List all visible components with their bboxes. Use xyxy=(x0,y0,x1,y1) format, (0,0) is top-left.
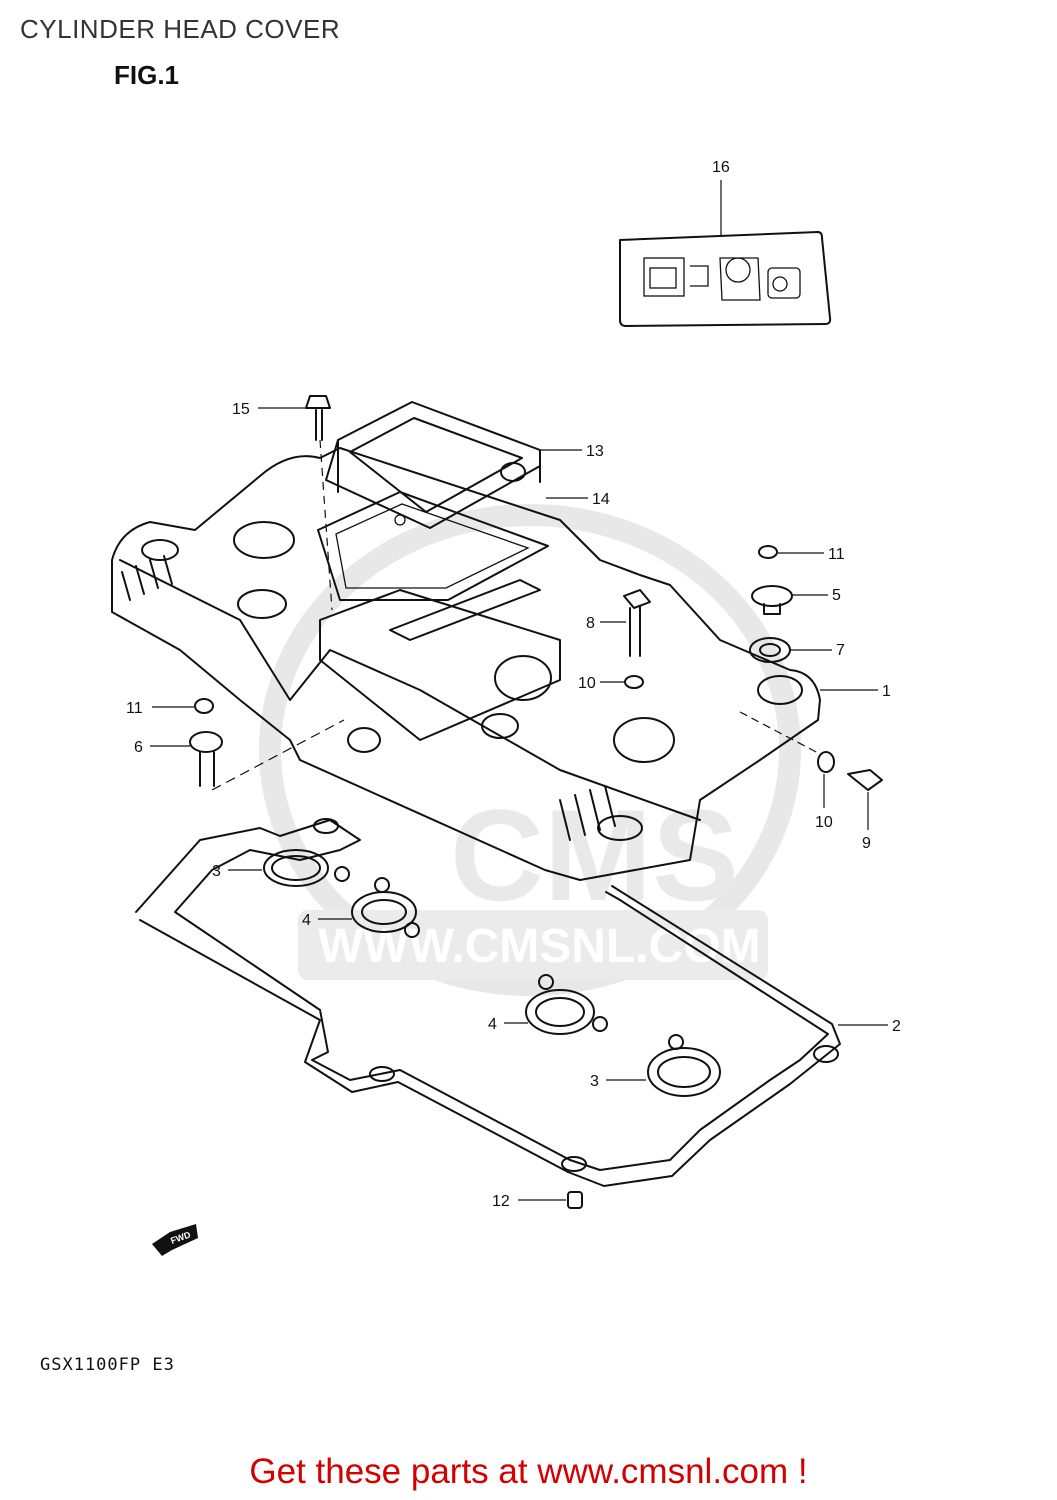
seal-4-upper xyxy=(351,877,420,938)
callout-1: 1 xyxy=(882,683,891,700)
callout-13: 13 xyxy=(586,443,604,460)
callout-3-upper: 3 xyxy=(212,863,221,880)
page-title: CYLINDER HEAD COVER xyxy=(20,14,341,44)
callouts: 16 15 13 14 11 5 8 7 10 1 11 6 10 9 3 4 … xyxy=(126,159,901,1210)
callout-5: 5 xyxy=(832,587,841,604)
callout-15: 15 xyxy=(232,401,250,418)
callout-11-upper: 11 xyxy=(828,546,845,563)
bolt-15 xyxy=(305,395,333,611)
cap-11-lower xyxy=(194,698,214,714)
seal-3-upper xyxy=(263,849,350,887)
cylinder-head-cover-gasket xyxy=(135,818,841,1187)
callout-6: 6 xyxy=(134,739,143,756)
breather-cover xyxy=(325,401,541,529)
figure-label: FIG.1 xyxy=(114,60,180,90)
callout-2: 2 xyxy=(892,1018,901,1035)
washer-10-lower xyxy=(739,711,835,773)
callout-9: 9 xyxy=(862,835,871,852)
callout-14: 14 xyxy=(592,491,610,508)
breather-gasket xyxy=(317,491,549,601)
dowel-12 xyxy=(567,1191,583,1209)
cap-5 xyxy=(751,585,793,615)
callout-4-lower: 4 xyxy=(488,1016,497,1033)
seal-3-lower xyxy=(647,1034,721,1097)
fwd-arrow-icon: FWD xyxy=(152,1224,198,1256)
callout-10-upper: 10 xyxy=(578,675,596,692)
callout-7: 7 xyxy=(836,642,845,659)
callout-11-lower: 11 xyxy=(126,700,143,717)
seal-4-lower xyxy=(525,974,608,1035)
watermark-text: WWW.CMSNL.COM xyxy=(318,920,761,973)
cylinder-head-cover-body xyxy=(111,447,821,881)
callout-12: 12 xyxy=(492,1193,510,1210)
callout-8: 8 xyxy=(586,615,595,632)
washer-10-upper xyxy=(624,675,644,689)
bolt-9 xyxy=(847,769,883,791)
bolt-6 xyxy=(189,719,345,791)
model-code: GSX1100FP E3 xyxy=(40,1355,175,1375)
gasket-set-package xyxy=(619,231,832,327)
callout-3-lower: 3 xyxy=(590,1073,599,1090)
bolt-8 xyxy=(623,589,651,657)
cap-11-upper xyxy=(758,545,778,559)
callout-16: 16 xyxy=(712,159,730,176)
callout-10-lower: 10 xyxy=(815,814,833,831)
footer-link[interactable]: Get these parts at www.cmsnl.com ! xyxy=(249,1452,808,1491)
callout-4-upper: 4 xyxy=(302,912,311,929)
